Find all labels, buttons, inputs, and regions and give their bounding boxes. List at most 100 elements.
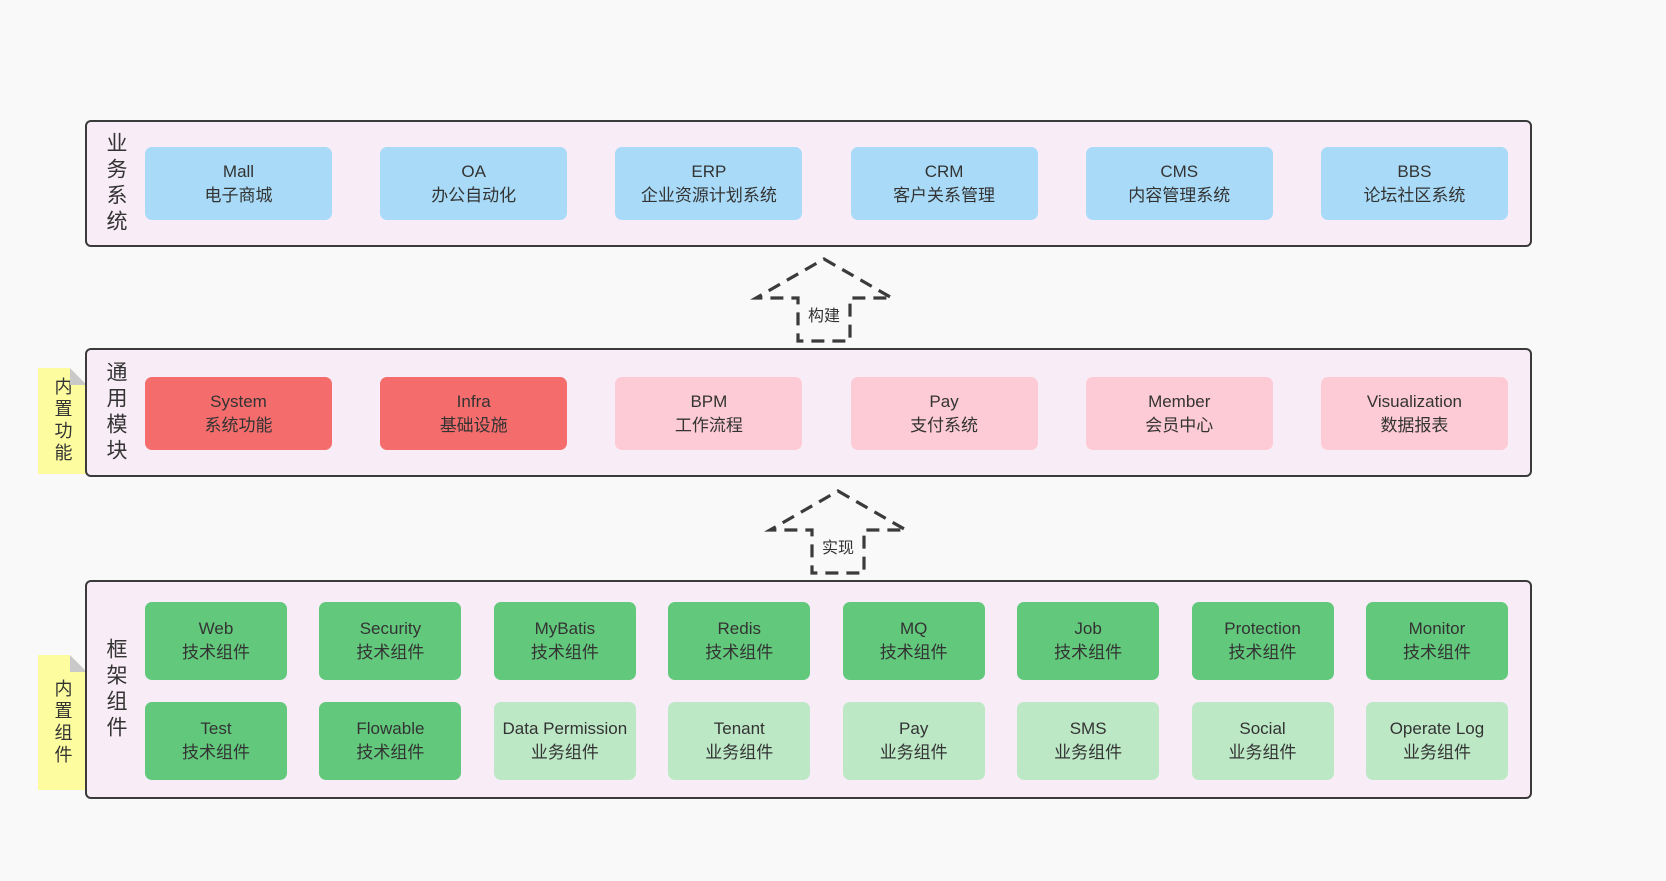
box-subtitle: 办公自动化 [431,185,517,205]
box-web: Web 技术组件 [145,602,287,680]
up-arrow-build: 构建 [749,256,899,344]
box-subtitle: 基础设施 [439,415,508,435]
box-subtitle: 系统功能 [204,415,273,435]
box-system: System 系统功能 [145,377,332,450]
box-subtitle: 技术组件 [356,643,425,662]
box-title: Job [1074,619,1102,638]
box-subtitle: 技术组件 [1402,643,1471,662]
box-subtitle: 企业资源计划系统 [640,185,777,205]
sticky-note-builtin-features: 内置功能 [38,368,87,474]
box-subtitle: 技术组件 [530,643,599,662]
box-title: Monitor [1408,619,1466,638]
sticky-label: 内置组件 [52,678,73,767]
box-pay: Pay 业务组件 [842,702,985,780]
box-title: Security [359,619,422,638]
box-bbs: BBS 论坛社区系统 [1320,147,1508,220]
box-subtitle: 数据报表 [1380,415,1449,435]
box-subtitle: 业务组件 [1228,743,1297,762]
arrow-label: 实现 [819,534,857,558]
section-label: 业务系统 [104,131,127,236]
box-title: MyBatis [534,619,596,638]
box-title: ERP [691,161,727,181]
box-title: Mall [222,161,255,181]
box-mybatis: MyBatis 技术组件 [493,602,636,680]
dashed-up-arrow-icon [749,257,899,343]
box-title: Redis [717,619,761,638]
sticky-note-builtin-components: 内置组件 [38,655,87,790]
box-social: Social 业务组件 [1191,702,1334,780]
box-subtitle: 内容管理系统 [1128,185,1231,205]
box-title: Flowable [356,719,425,738]
box-subtitle: 客户关系管理 [893,185,996,205]
box-title: Protection [1224,619,1301,638]
dashed-up-arrow-icon [763,489,913,575]
box-bpm: BPM 工作流程 [615,377,803,450]
box-pay: Pay 支付系统 [850,377,1038,450]
section-common-modules: 通用模块 System 系统功能 Infra 基础设施 BPM 工作流程 Pay 支付系统 Me… [85,348,1532,477]
box-mall: Mall 电子商城 [145,147,332,220]
box-redis: Redis 技术组件 [668,602,811,680]
box-subtitle: 技术组件 [1228,643,1297,662]
box-subtitle: 技术组件 [1054,643,1123,662]
box-title: CMS [1160,161,1199,181]
box-subtitle: 工作流程 [674,415,743,435]
box-subtitle: 技术组件 [182,743,250,762]
box-title: Data Permission [502,719,628,738]
box-subtitle: 业务组件 [530,743,599,762]
box-sms: SMS 业务组件 [1017,702,1160,780]
box-title: Web [198,619,234,638]
box-subtitle: 业务组件 [1054,743,1123,762]
box-subtitle: 技术组件 [705,643,774,662]
box-data-permission: Data Permission 业务组件 [493,702,636,780]
box-erp: ERP 企业资源计划系统 [615,147,803,220]
box-title: OA [461,161,486,181]
box-oa: OA 办公自动化 [380,147,568,220]
box-job: Job 技术组件 [1017,602,1160,680]
sticky-label: 内置功能 [52,377,73,465]
box-subtitle: 会员中心 [1145,415,1214,435]
up-arrow-implement: 实现 [763,488,913,576]
box-title: BPM [690,391,728,411]
box-subtitle: 支付系统 [910,415,979,435]
box-subtitle: 论坛社区系统 [1363,185,1466,205]
box-subtitle: 业务组件 [879,743,948,762]
box-title: Visualization [1366,391,1462,411]
box-title: System [210,391,267,411]
box-operate-log: Operate Log 业务组件 [1365,702,1508,780]
box-member: Member 会员中心 [1085,377,1273,450]
box-title: Infra [456,391,491,411]
section-label: 框架组件 [104,637,127,742]
section-label: 通用模块 [104,360,127,465]
box-subtitle: 技术组件 [182,643,250,662]
box-title: BBS [1397,161,1432,181]
box-title: Pay [899,719,929,738]
box-monitor: Monitor 技术组件 [1365,602,1508,680]
box-title: Operate Log [1389,719,1485,738]
box-visualization: Visualization 数据报表 [1320,377,1508,450]
box-security: Security 技术组件 [319,602,462,680]
box-title: Test [200,719,232,738]
box-title: SMS [1069,719,1107,738]
box-title: Member [1148,391,1211,411]
box-subtitle: 电子商城 [204,185,273,205]
box-protection: Protection 技术组件 [1191,602,1334,680]
box-subtitle: 技术组件 [356,743,425,762]
box-title: Tenant [713,719,765,738]
box-infra: Infra 基础设施 [380,377,568,450]
box-subtitle: 技术组件 [879,643,948,662]
box-row: Test 技术组件 Flowable 技术组件 Data Permission 业务组件 T… [145,702,1508,780]
box-test: Test 技术组件 [145,702,287,780]
box-subtitle: 业务组件 [1402,743,1471,762]
box-title: Pay [929,391,959,411]
box-cms: CMS 内容管理系统 [1085,147,1273,220]
box-flowable: Flowable 技术组件 [319,702,462,780]
arrow-label: 构建 [805,302,843,326]
box-title: Social [1239,719,1286,738]
